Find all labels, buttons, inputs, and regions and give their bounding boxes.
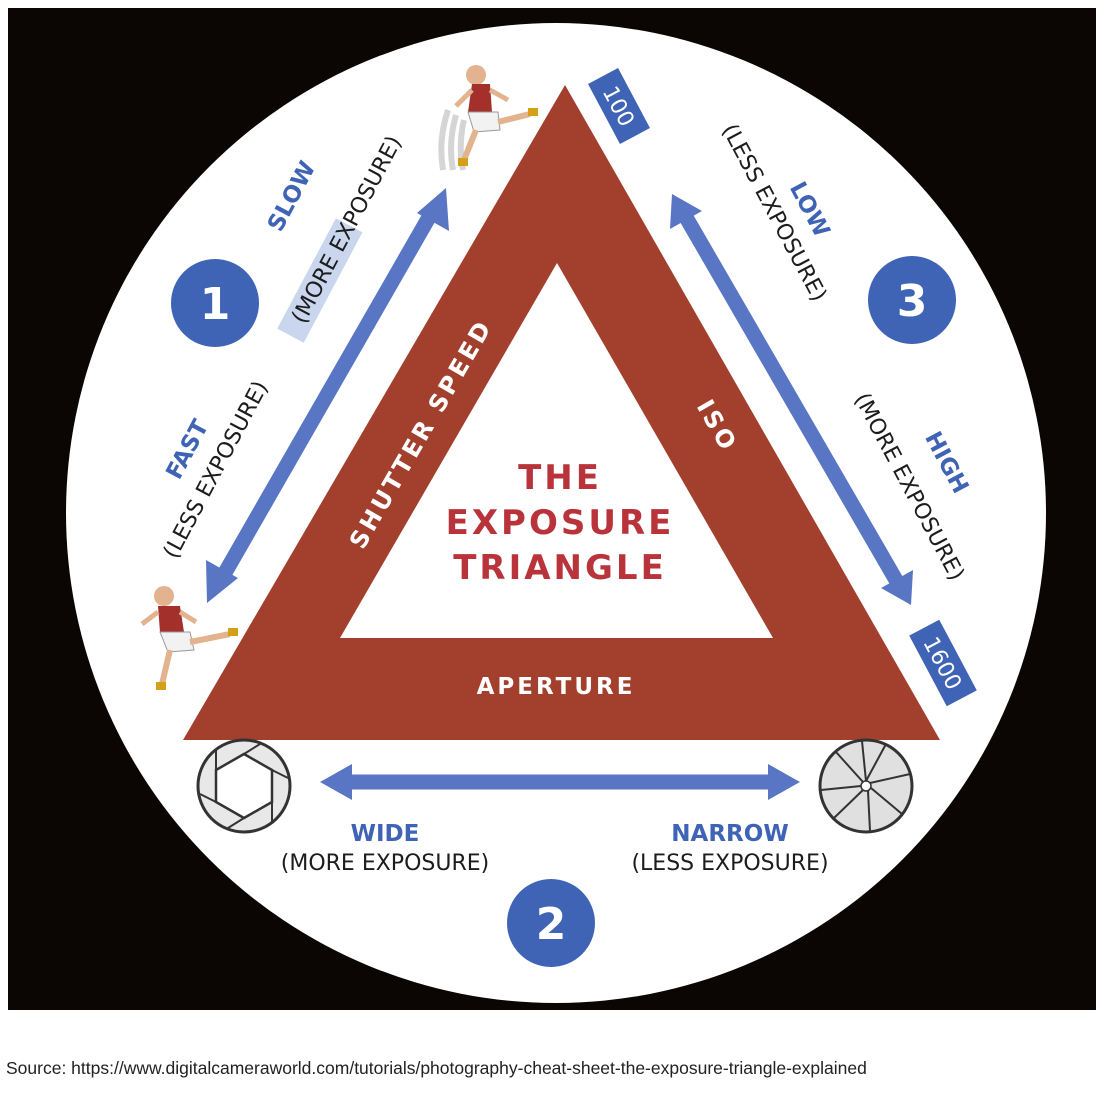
narrow-label: NARROW [671,821,788,847]
source-caption: Source: https://www.digitalcameraworld.c… [6,1058,867,1078]
exposure-triangle-diagram: THE EXPOSURE TRIANGLE SHUTTER SPEED ISO … [8,8,1096,1010]
number-badge-3: 3 [868,256,956,344]
number-badge-2: 2 [507,879,595,967]
title-line-2: EXPOSURE [446,503,675,543]
number-2-text: 2 [536,899,567,950]
title-line-1: THE [518,458,602,498]
shutter-speed-arrow [206,188,449,603]
running-figure-icon-fast [140,586,238,690]
triangle-inner [340,263,773,638]
exposure-triangle [183,85,940,740]
number-badge-1: 1 [171,259,259,347]
narrow-aperture-icon [818,738,914,834]
wide-aperture-icon [196,738,292,834]
narrow-desc: (LESS EXPOSURE) [631,851,828,876]
title-line-3: TRIANGLE [453,548,667,588]
iso-arrow [670,194,913,605]
aperture-arrow [320,764,800,800]
wide-desc: (MORE EXPOSURE) [281,851,489,876]
number-3-text: 3 [897,276,928,327]
side-label-aperture: APERTURE [477,674,636,700]
wide-label: WIDE [351,821,420,847]
diagram-title: THE EXPOSURE TRIANGLE [446,458,675,588]
number-1-text: 1 [200,279,231,330]
running-figure-icon-slow [438,65,538,171]
